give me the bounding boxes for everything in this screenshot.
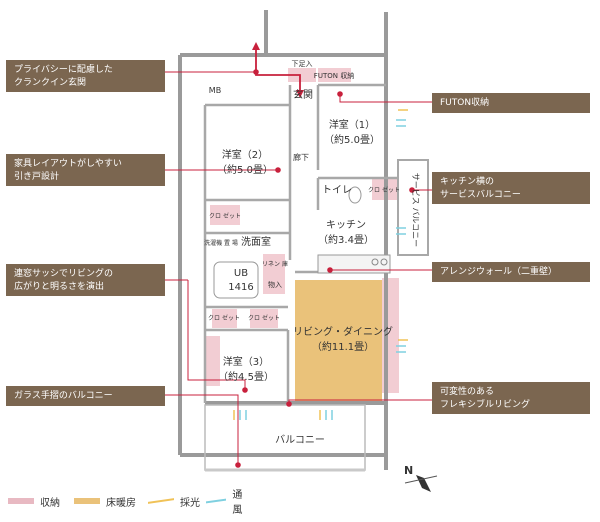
service-balcony-label: サービス バルコニー xyxy=(411,173,420,247)
legend-label: 通風 xyxy=(232,490,243,516)
western-room-3-size: （約4.5畳） xyxy=(218,370,274,383)
entrance-label: 玄関 xyxy=(293,88,313,101)
western-room-3-name: 洋室（3） xyxy=(223,355,269,368)
linen-closet-label: リネン 庫 xyxy=(262,260,288,268)
mb-label: MB xyxy=(209,86,221,95)
western-room-1-size: （約5.0畳） xyxy=(324,133,380,146)
callout-text: FUTON収納 xyxy=(440,98,490,108)
compass-north-label: N xyxy=(404,464,413,477)
balcony-label: バルコニー xyxy=(275,434,325,446)
callout-leader-lines xyxy=(165,71,432,465)
callout-text: フレキシブルリビング xyxy=(440,400,531,410)
toilet-label: トイレ xyxy=(322,185,352,196)
callout-text: クランクイン玄関 xyxy=(14,78,87,88)
callout-text: 広がりと明るさを演出 xyxy=(14,282,105,292)
legend-item-daylight: 採光 xyxy=(148,494,200,509)
callout-flexible-living: 可変性のある フレキシブルリビング xyxy=(432,382,590,414)
north-compass: N xyxy=(404,464,438,492)
unit-bath-label: UB xyxy=(234,268,248,279)
living-floor-heating-area xyxy=(295,280,382,404)
callout-anchor-dots xyxy=(235,69,415,468)
washer-place-label: 洗濯機 置 場 xyxy=(204,239,238,247)
western-room-1-name: 洋室（1） xyxy=(329,118,375,131)
western-room-2-name: 洋室（2） xyxy=(222,148,268,161)
kitchen-name: キッチン xyxy=(326,219,366,231)
interior-walls xyxy=(203,83,398,403)
kitchen-size: （約3.4畳） xyxy=(318,233,374,246)
callout-text: アレンジウォール（二重壁） xyxy=(440,267,558,277)
storage-areas xyxy=(205,68,399,393)
shoe-cupboard-label: 下足入 xyxy=(292,60,313,68)
closet-label: クロ ゼット xyxy=(248,314,280,322)
callout-text: 引き戸設計 xyxy=(14,172,60,182)
callout-service-balcony: キッチン横の サービスバルコニー xyxy=(432,172,590,204)
callout-text: ガラス手摺のバルコニー xyxy=(14,391,113,401)
western-room-2-size: （約5.0畳） xyxy=(217,163,273,176)
legend-label: 採光 xyxy=(180,497,200,509)
legend-item-ventilation: 通風 xyxy=(206,490,248,516)
entrance-arrow-icon xyxy=(296,90,304,98)
callout-sliding-doors: 家具レイアウトがしやすい 引き戸設計 xyxy=(6,154,165,186)
futon-storage-label: FUTON 収納 xyxy=(314,71,354,80)
toilet-icon xyxy=(348,186,362,204)
living-dining-size: （約11.1畳） xyxy=(312,340,374,353)
legend-item-floor-heating: 床暖房 xyxy=(74,494,136,509)
callout-text: 可変性のある xyxy=(440,387,495,397)
callout-text: キッチン横の xyxy=(440,177,495,187)
entrance-route xyxy=(255,50,301,90)
closet-label: クロ ゼット xyxy=(209,212,241,220)
ventilation-swatch xyxy=(206,498,227,504)
legend-label: 床暖房 xyxy=(106,497,136,509)
callout-continuous-windows: 連窓サッシでリビングの 広がりと明るさを演出 xyxy=(6,264,165,296)
callout-crank-in-entrance: プライバシーに配慮した クランクイン玄関 xyxy=(6,60,165,92)
compass-needle-icon xyxy=(416,475,431,492)
closet-label: クロ ゼット xyxy=(208,314,240,322)
kitchen-counter xyxy=(317,254,391,274)
storage-swatch xyxy=(8,498,34,504)
callout-text: プライバシーに配慮した xyxy=(14,65,113,75)
living-dining-name: リビング・ダイニング xyxy=(293,325,393,338)
washroom-label: 洗面室 xyxy=(241,235,271,248)
legend-label: 収納 xyxy=(40,497,60,509)
entrance-arrow-icon xyxy=(252,42,260,50)
stove-burner-icon xyxy=(371,258,379,266)
floor-heating-swatch xyxy=(74,498,100,504)
stove-burner-icon xyxy=(380,258,388,266)
closet-label: クロ ゼット xyxy=(368,186,400,194)
callout-text: サービスバルコニー xyxy=(440,190,521,200)
unit-bath-size: 1416 xyxy=(228,282,253,293)
callout-glass-balcony: ガラス手摺のバルコニー xyxy=(6,386,165,406)
daylight-marks xyxy=(233,109,408,420)
callout-text: 連窓サッシでリビングの xyxy=(14,269,114,279)
hallway-label: 廊下 xyxy=(293,152,309,162)
callout-arrange-wall: アレンジウォール（二重壁） xyxy=(432,262,590,282)
callout-futon-storage: FUTON収納 xyxy=(432,93,590,113)
ventilation-marks xyxy=(239,119,406,420)
callout-text: 家具レイアウトがしやすい xyxy=(14,159,122,169)
bathtub-icon xyxy=(213,261,259,299)
daylight-swatch xyxy=(148,498,174,504)
storage-label: 物入 xyxy=(268,280,282,289)
legend-item-storage: 収納 xyxy=(8,494,60,509)
service-balcony-outline xyxy=(397,159,429,256)
legend: 収納 床暖房 採光 通風 xyxy=(8,490,248,516)
